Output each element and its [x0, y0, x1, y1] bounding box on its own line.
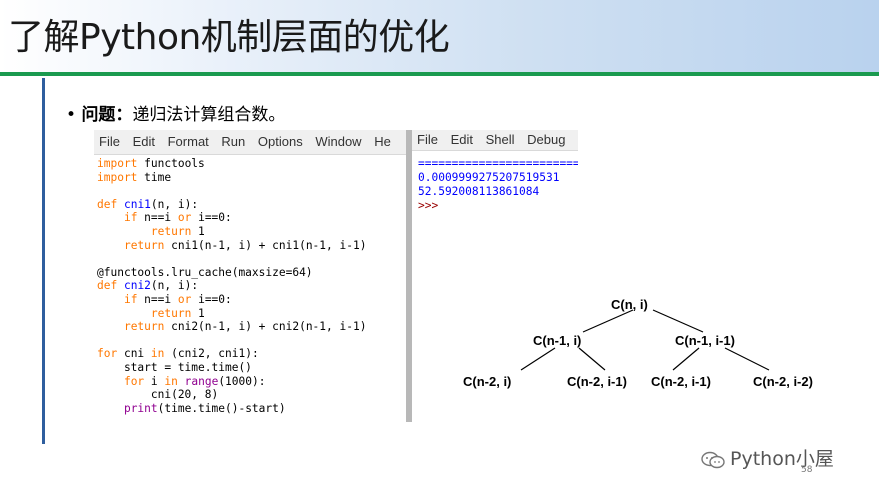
shell-menubar: File Edit Shell Debug — [412, 130, 578, 151]
shell-output[interactable]: ========================0.00099992752075… — [412, 151, 578, 213]
tree-node-l2-1: C(n-2, i-1) — [567, 374, 627, 389]
edge-root-right — [652, 309, 704, 333]
menu-help[interactable]: He — [374, 134, 391, 149]
tree-node-l1-1: C(n-1, i-1) — [675, 333, 735, 348]
code-line: return 1 — [150, 224, 205, 238]
shell-menu-shell[interactable]: Shell — [485, 132, 515, 147]
shell-separator: ======================== — [418, 157, 578, 170]
tree-node-l2-0: C(n-2, i) — [463, 374, 511, 389]
tree-node-l2-3: C(n-2, i-2) — [753, 374, 813, 389]
watermark-text: Python小屋 — [730, 448, 834, 470]
shell-output-line-2: 52.592008113861084 — [418, 185, 540, 198]
slide-header: 了解Python机制层面的优化 — [0, 0, 879, 72]
code-editor-window[interactable]: File Edit Format Run Options Window He i… — [94, 130, 407, 422]
edge-l1-ll — [520, 347, 556, 371]
code-line: def cni1(n, i): — [97, 197, 199, 211]
code-line: return cni1(n-1, i) + cni1(n-1, i-1) — [123, 238, 367, 252]
code-line: return 1 — [150, 306, 205, 320]
menu-window[interactable]: Window — [315, 134, 362, 149]
tree-node-l1-0: C(n-1, i) — [533, 333, 581, 348]
code-line: if n==i or i==0: — [123, 292, 232, 306]
menu-format[interactable]: Format — [167, 134, 209, 149]
code-line: for i in range(1000): — [123, 374, 266, 388]
code-line: def cni2(n, i): — [97, 279, 199, 293]
bullet-text: 递归法计算组合数。 — [132, 105, 286, 125]
edge-l1-lr — [578, 347, 606, 371]
menu-options[interactable]: Options — [257, 134, 303, 149]
header-divider — [0, 72, 879, 76]
bullet-label: 问题： — [81, 105, 133, 125]
code-line: start = time.time() — [97, 360, 252, 374]
code-line: @functools.lru_cache(maxsize=64) — [97, 265, 313, 279]
shell-menu-edit[interactable]: Edit — [450, 132, 473, 147]
shell-menu-debug[interactable]: Debug — [527, 132, 566, 147]
menu-run[interactable]: Run — [221, 134, 246, 149]
code-line — [97, 334, 406, 348]
edge-l1-rr — [724, 347, 770, 371]
watermark: Python小屋 — [700, 444, 834, 471]
tree-node-root: C(n, i) — [611, 297, 648, 312]
bullet-dot: • — [66, 105, 82, 125]
shell-menu-file[interactable]: File — [417, 132, 438, 147]
code-line — [97, 184, 406, 198]
code-line: for cni in (cni2, cni1): — [97, 347, 259, 361]
editor-menubar: File Edit Format Run Options Window He — [94, 130, 406, 155]
code-line: import functools — [97, 157, 205, 170]
recursion-tree: C(n, i) C(n-1, i) C(n-1, i-1) C(n-2, i) … — [463, 297, 813, 389]
shell-prompt: >>> — [418, 199, 439, 212]
code-line: print(time.time()-start) — [123, 401, 286, 415]
shell-output-line-1: 0.0009999275207519531 — [418, 171, 560, 184]
slide-title: 了解Python机制层面的优化 — [8, 17, 450, 58]
page-number: 58 — [801, 465, 813, 475]
code-line: import time — [97, 170, 172, 184]
menu-edit[interactable]: Edit — [132, 134, 155, 149]
shell-window[interactable]: File Edit Shell Debug ==================… — [412, 130, 578, 422]
bullet-problem: • 问题：递归法计算组合数。 — [66, 100, 285, 125]
code-line — [97, 252, 406, 266]
code-line: cni(20, 8) — [97, 388, 219, 402]
code-line: return cni2(n-1, i) + cni2(n-1, i-1) — [123, 320, 367, 334]
window-splitter[interactable] — [406, 130, 412, 422]
menu-file[interactable]: File — [99, 134, 120, 149]
wechat-icon — [701, 451, 725, 468]
edge-l1-rl — [672, 347, 700, 371]
left-accent-bar — [42, 78, 45, 444]
edge-root-left — [582, 309, 634, 333]
code-line: if n==i or i==0: — [123, 211, 232, 225]
tree-node-l2-2: C(n-2, i-1) — [651, 374, 711, 389]
